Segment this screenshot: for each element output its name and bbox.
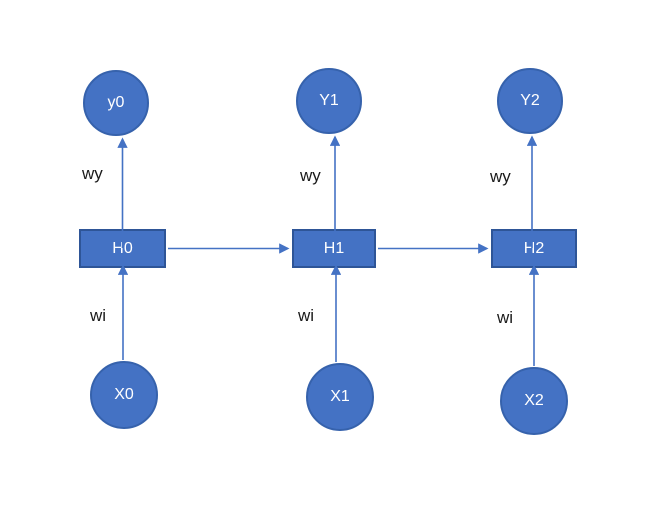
edge-label-wy-2: wy xyxy=(490,167,511,186)
edge-label-wi-1: wi xyxy=(298,306,315,325)
node-y0: y0 xyxy=(83,70,149,136)
edge-label-wi-0: wi xyxy=(90,306,107,325)
edge-label-wi-2: wi xyxy=(497,308,514,327)
node-h2: H2 xyxy=(491,229,577,268)
node-h2-label: H2 xyxy=(523,239,545,257)
edge-label-wy-0: wy xyxy=(82,164,103,183)
node-y0-label: y0 xyxy=(107,94,125,111)
node-y2: Y2 xyxy=(497,68,563,134)
node-h1: H1 xyxy=(292,229,376,268)
node-x0: X0 xyxy=(90,361,158,429)
node-x1: X1 xyxy=(306,363,374,431)
edge-label-wy-1: wy xyxy=(300,166,321,185)
node-x2: X2 xyxy=(500,367,568,435)
node-x1-label: X1 xyxy=(330,388,350,405)
node-y1: Y1 xyxy=(296,68,362,134)
node-y2-label: Y2 xyxy=(520,92,540,109)
node-y1-label: Y1 xyxy=(319,92,339,109)
node-h1-label: H1 xyxy=(323,239,345,257)
node-x0-label: X0 xyxy=(114,386,134,403)
node-x2-label: X2 xyxy=(524,392,544,409)
